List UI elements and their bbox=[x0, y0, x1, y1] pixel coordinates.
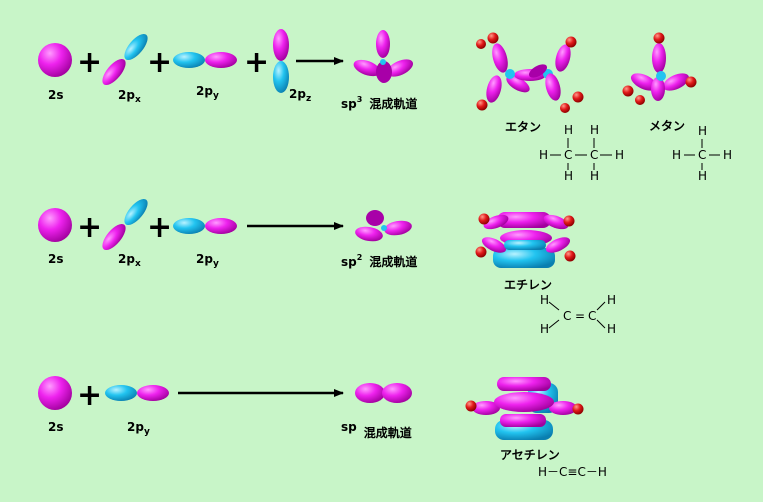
orbital-label: 2py bbox=[196, 84, 219, 101]
orbital-label: 2px bbox=[118, 88, 141, 105]
ethylene-model bbox=[475, 212, 576, 268]
svg-text:H: H bbox=[615, 148, 624, 162]
2py-orbital bbox=[105, 385, 169, 401]
svg-text:H: H bbox=[607, 322, 616, 336]
svg-text:C: C bbox=[564, 148, 572, 162]
svg-text:H: H bbox=[607, 293, 616, 307]
2s-orbital bbox=[38, 43, 72, 77]
orbital-label: 2px bbox=[118, 252, 141, 269]
molecule-name-ethane: エタン bbox=[505, 120, 541, 134]
molecule-name-acetylene: アセチレン bbox=[500, 448, 560, 462]
ethylene-structural-formula: H H C C H H = bbox=[540, 293, 616, 336]
2px-orbital bbox=[102, 33, 148, 86]
svg-text:H: H bbox=[698, 124, 707, 138]
orbital-label: 2py bbox=[196, 252, 219, 269]
orbital-label: 2s bbox=[48, 252, 64, 266]
ethane-structural-formula: H H H C C H H H bbox=[539, 123, 624, 183]
acetylene-structural-formula: H－C≡C－H bbox=[538, 465, 607, 479]
plus-sign: + bbox=[147, 210, 172, 245]
2py-orbital bbox=[173, 218, 237, 234]
orbital-label: 2s bbox=[48, 420, 64, 434]
sp-hybrid-orbital bbox=[355, 383, 412, 403]
ethane-model bbox=[476, 32, 584, 113]
sp2-hybrid-orbital bbox=[355, 210, 412, 242]
2s-orbital bbox=[38, 376, 72, 410]
svg-text:H: H bbox=[540, 322, 549, 336]
acetylene-model bbox=[465, 377, 584, 440]
plus-sign: + bbox=[147, 45, 172, 80]
svg-text:C: C bbox=[698, 148, 706, 162]
svg-text:C: C bbox=[588, 309, 596, 323]
plus-sign: + bbox=[244, 45, 269, 80]
2pz-orbital bbox=[273, 29, 289, 93]
molecule-name-methane: メタン bbox=[649, 119, 685, 133]
methane-model bbox=[622, 32, 697, 105]
2s-orbital bbox=[38, 208, 72, 242]
2px-orbital bbox=[102, 198, 148, 251]
methane-structural-formula: H H C H H bbox=[672, 124, 732, 183]
svg-text:=: = bbox=[575, 309, 585, 323]
plus-sign: + bbox=[77, 210, 102, 245]
svg-text:H: H bbox=[590, 123, 599, 137]
svg-text:H: H bbox=[723, 148, 732, 162]
2py-orbital bbox=[173, 52, 237, 68]
svg-text:C: C bbox=[590, 148, 598, 162]
molecule-name-ethylene: エチレン bbox=[504, 278, 552, 292]
svg-text:H: H bbox=[672, 148, 681, 162]
orbital-label: 2s bbox=[48, 88, 64, 102]
svg-text:H: H bbox=[539, 148, 548, 162]
orbital-label: 2py bbox=[127, 420, 150, 437]
sp3-hybrid-orbital bbox=[353, 30, 414, 83]
svg-text:H: H bbox=[540, 293, 549, 307]
svg-text:H: H bbox=[564, 123, 573, 137]
svg-text:H: H bbox=[698, 169, 707, 183]
svg-text:H: H bbox=[564, 169, 573, 183]
svg-text:C: C bbox=[563, 309, 571, 323]
orbital-label: 2pz bbox=[289, 87, 311, 104]
plus-sign: + bbox=[77, 378, 102, 413]
svg-text:H: H bbox=[590, 169, 599, 183]
plus-sign: + bbox=[77, 45, 102, 80]
